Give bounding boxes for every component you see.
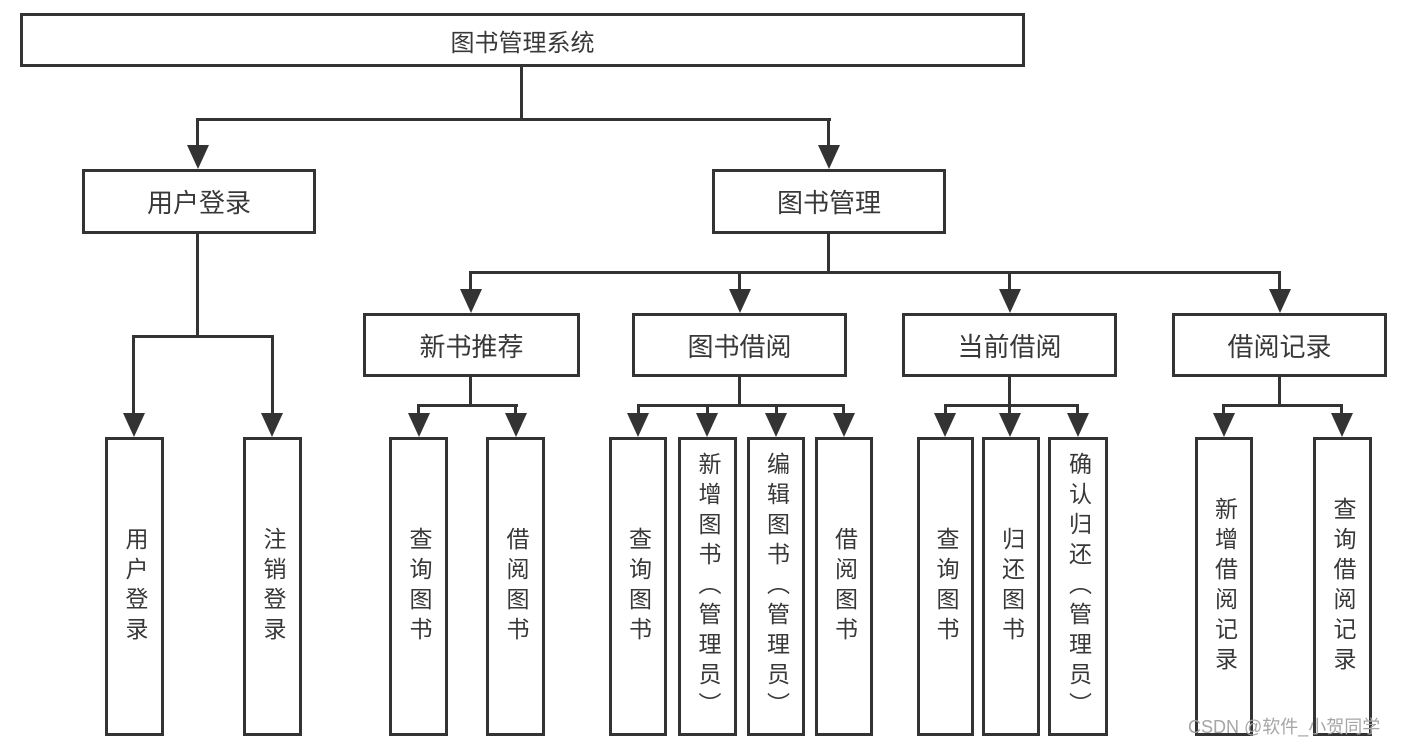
arrowhead-book-management [818, 145, 840, 169]
connector-drop-return [1008, 404, 1011, 416]
node-current-borrowing: 当前借阅 [902, 313, 1117, 377]
connector-root-bus [196, 118, 831, 121]
connector-current-bus [944, 404, 1079, 407]
connector-drop-confirm-return [1076, 404, 1079, 416]
arrowhead-query2 [627, 413, 649, 437]
leaf-query-books-borrowing: 查询图书 [609, 437, 667, 736]
leaf-return-books: 归还图书 [982, 437, 1040, 736]
leaf-borrow-books-recommend: 借阅图书 [486, 437, 545, 736]
leaf-add-borrow-record: 新增借阅记录 [1195, 437, 1253, 736]
node-library-management-system: 图书管理系统 [20, 13, 1025, 67]
connector-drop-new-book [469, 271, 472, 293]
connector-drop-query2 [637, 404, 640, 416]
arrowhead-leaf-logout [261, 413, 283, 437]
connector-drop-query1 [417, 404, 420, 416]
node-book-borrowing: 图书借阅 [632, 313, 847, 377]
connector-drop-leaf-user-login [132, 335, 135, 415]
connector-newbook-stem [469, 377, 472, 407]
node-new-book-recommendation: 新书推荐 [363, 313, 580, 377]
arrowhead-user-login [187, 145, 209, 169]
arrowhead-confirm-return [1067, 413, 1089, 437]
connector-records-stem [1278, 377, 1281, 407]
connector-drop-book-management [827, 118, 830, 148]
arrowhead-leaf-user-login [123, 413, 145, 437]
connector-userlogin-bus [132, 335, 274, 338]
arrowhead-borrow1 [505, 413, 527, 437]
leaf-query-books-recommend: 查询图书 [389, 437, 448, 736]
connector-bookmgmt-stem [827, 234, 830, 274]
node-borrowing-records: 借阅记录 [1172, 313, 1387, 377]
connector-current-stem [1008, 377, 1011, 407]
arrowhead-return [999, 413, 1021, 437]
arrowhead-addbook [696, 413, 718, 437]
connector-drop-current-borrowing [1008, 271, 1011, 293]
connector-drop-query3 [944, 404, 947, 416]
arrowhead-current-borrowing [999, 289, 1021, 313]
arrowhead-editbook [765, 413, 787, 437]
connector-newbook-bus [417, 404, 518, 407]
connector-root-stem [520, 67, 523, 121]
leaf-borrow-books: 借阅图书 [815, 437, 873, 736]
connector-drop-addbook [706, 404, 709, 416]
connector-records-bus [1222, 404, 1343, 407]
leaf-query-books-current: 查询图书 [917, 437, 974, 736]
leaf-logout: 注销登录 [243, 437, 302, 736]
connector-userlogin-stem [196, 234, 199, 338]
node-user-login: 用户登录 [82, 169, 316, 234]
connector-borrowing-bus [637, 404, 845, 407]
connector-drop-borrow2 [842, 404, 845, 416]
connector-drop-borrow1 [514, 404, 517, 416]
connector-drop-editbook [775, 404, 778, 416]
connector-drop-user-login [196, 118, 199, 148]
csdn-watermark: CSDN @软件_小贺同学 [1188, 717, 1381, 737]
arrowhead-add-record [1213, 413, 1235, 437]
arrowhead-query1 [408, 413, 430, 437]
leaf-query-borrow-record: 查询借阅记录 [1313, 437, 1372, 736]
leaf-edit-book-admin: 编辑图书（管理员） [747, 437, 805, 736]
arrowhead-new-book [460, 289, 482, 313]
arrowhead-book-borrowing [729, 289, 751, 313]
arrowhead-borrowing-records [1269, 289, 1291, 313]
leaf-user-login: 用户登录 [105, 437, 164, 736]
connector-drop-book-borrowing [738, 271, 741, 293]
arrowhead-query-record [1331, 413, 1353, 437]
leaf-confirm-return-admin: 确认归还（管理员） [1048, 437, 1108, 736]
connector-drop-add-record [1222, 404, 1225, 416]
leaf-add-book-admin: 新增图书（管理员） [678, 437, 737, 736]
arrowhead-query3 [934, 413, 956, 437]
connector-drop-leaf-logout [271, 335, 274, 415]
connector-drop-query-record [1340, 404, 1343, 416]
arrowhead-borrow2 [833, 413, 855, 437]
connector-bookmgmt-bus [469, 271, 1281, 274]
connector-drop-borrowing-records [1278, 271, 1281, 293]
node-book-management: 图书管理 [712, 169, 946, 234]
connector-borrowing-stem [738, 377, 741, 407]
